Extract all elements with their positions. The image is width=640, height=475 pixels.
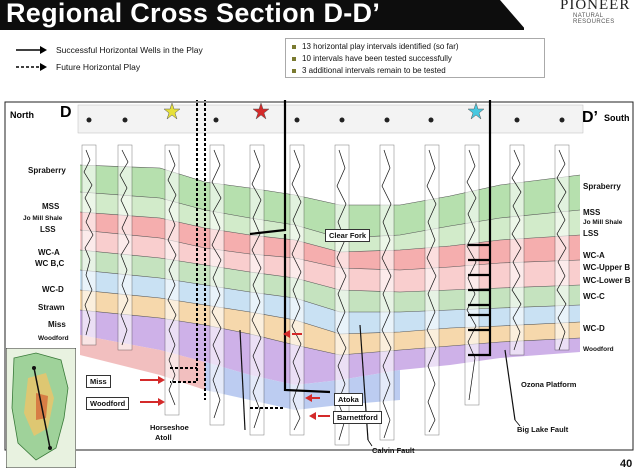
legend-arrows-icon [16, 46, 47, 71]
right-label-wclb: WC-Lower B [583, 276, 631, 285]
callout-woodford: Woodford [86, 397, 130, 410]
legend-dashed-label: Future Horizontal Play [56, 62, 141, 72]
bullet-item: 13 horizontal play intervals identified … [292, 41, 538, 53]
south-label: South [604, 113, 630, 123]
bullet-item: 3 additional intervals remain to be test… [292, 65, 538, 77]
slide-title: Regional Cross Section D-D’ [6, 0, 381, 28]
right-label-wcc: WC-C [583, 292, 605, 301]
right-label-wcd: WC-D [583, 324, 605, 333]
annotation-horseshoe: Horseshoe [150, 423, 189, 432]
left-label-woodford: Woodford [38, 335, 69, 342]
section-start-letter: D [60, 104, 72, 121]
left-label-mss: MSS [42, 202, 60, 211]
callout-atoka: Atoka [334, 393, 363, 406]
annotation-ozona-platform: Ozona Platform [521, 380, 577, 389]
company-logo: PIONEER [560, 0, 631, 13]
annotation-atoll: Atoll [155, 433, 172, 442]
right-label-mss: MSS [583, 208, 601, 217]
bullet-box: 13 horizontal play intervals identified … [285, 38, 545, 78]
star-icon [163, 102, 181, 120]
right-label-spraberry: Spraberry [583, 182, 621, 191]
left-label-lss: LSS [40, 225, 56, 234]
star-icon [252, 102, 270, 120]
star-icon [467, 102, 485, 120]
north-label: North [10, 110, 34, 120]
left-label-strawn: Strawn [38, 303, 65, 312]
annotation-calvin-fault: Calvin Fault [372, 446, 415, 455]
company-logo-sub: NATURAL RESOURCES [573, 13, 615, 25]
location-map [6, 348, 76, 468]
left-label-wcd: WC-D [42, 285, 64, 294]
left-label-miss: Miss [48, 320, 66, 329]
callout-clear-fork: Clear Fork [325, 229, 371, 242]
callout-barnett: Barnettford [333, 411, 382, 424]
logo-slant [500, 0, 526, 30]
left-label-jomill: Jo Mill Shale [23, 215, 63, 222]
left-label-spraberry: Spraberry [28, 166, 66, 175]
page-number: 40 [620, 458, 633, 470]
bullet-item: 10 intervals have been tested successful… [292, 53, 538, 65]
right-label-wcub: WC-Upper B [583, 263, 631, 272]
cross-section-diagram [4, 100, 634, 451]
right-label-jomill: Jo Mill Shale [583, 219, 623, 226]
section-end-letter: D’ [582, 109, 598, 126]
left-label-wcbc: WC B,C [35, 259, 65, 268]
right-label-woodford: Woodford [583, 346, 614, 353]
annotation-big-lake-fault: Big Lake Fault [517, 425, 569, 434]
right-label-wca: WC-A [583, 251, 605, 260]
logo-box [524, 0, 640, 30]
legend-solid-label: Successful Horizontal Wells in the Play [56, 45, 203, 55]
callout-miss: Miss [86, 375, 111, 388]
right-label-lss: LSS [583, 229, 599, 238]
left-label-wca: WC-A [38, 248, 60, 257]
